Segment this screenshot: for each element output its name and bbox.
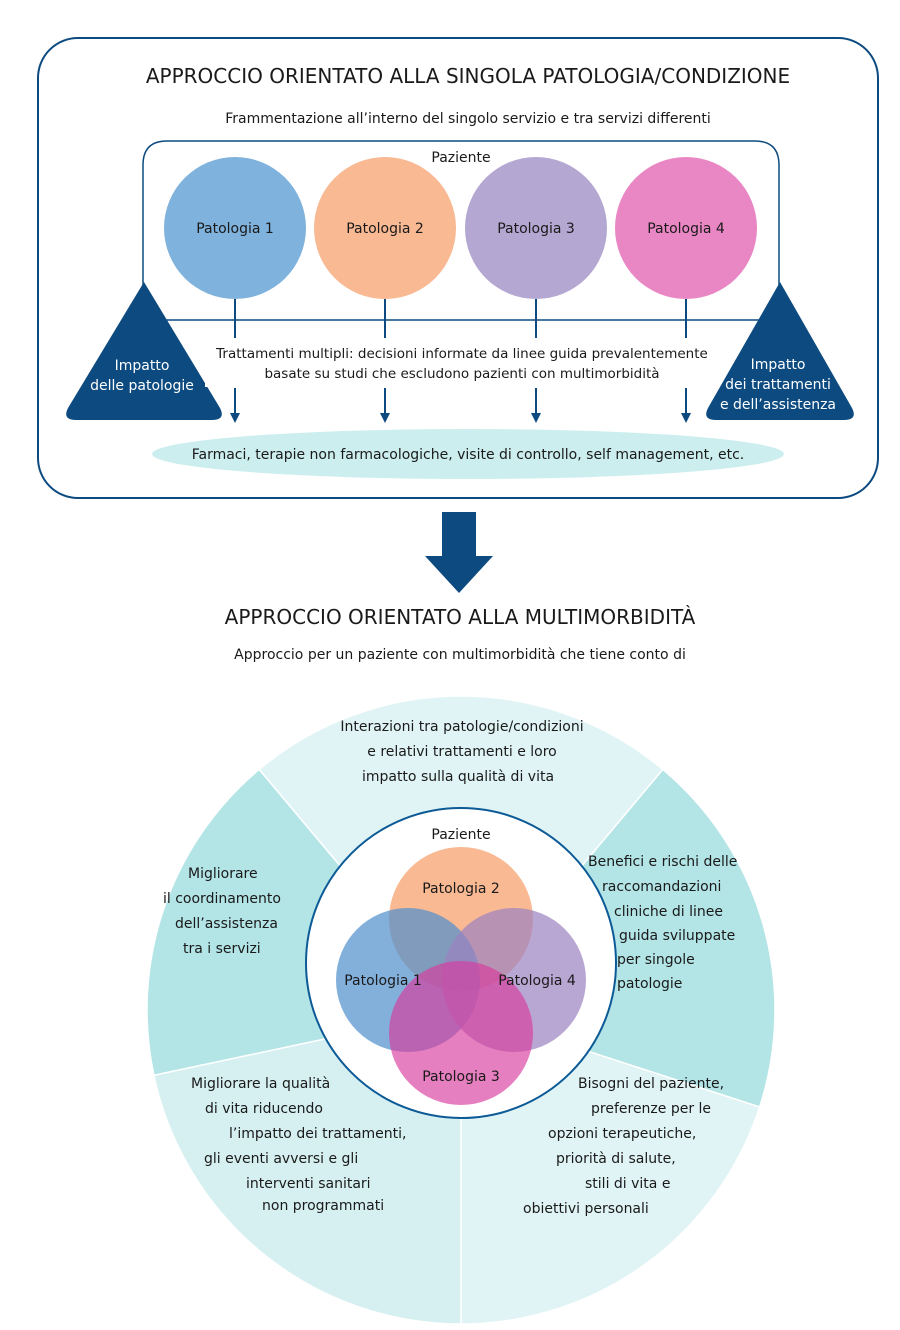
segment-bottom-right-line: obiettivi personali — [523, 1201, 649, 1217]
segment-left-text: Migliorare il coordinamento dell’assiste… — [163, 866, 281, 957]
right-impact-triangle — [706, 282, 854, 420]
condition-label-1: Patologia 1 — [196, 221, 274, 237]
top-title: APPROCCIO ORIENTATO ALLA SINGOLA PATOLOG… — [146, 64, 790, 88]
care-oval-label: Farmaci, terapie non farmacologiche, vis… — [192, 447, 745, 463]
patient-box — [142, 140, 780, 290]
segment-top-text: Interazioni tra patologie/condizioni e r… — [340, 719, 583, 785]
segment-right-line: raccomandazioni — [602, 879, 721, 895]
condition-label-3: Patologia 3 — [497, 221, 575, 237]
segment-bottom-left-line: l’impatto dei trattamenti, — [229, 1126, 407, 1142]
segment-bottom-right-text: Bisogni del paziente, preferenze per le … — [523, 1076, 724, 1217]
venn-circle-patologia-3 — [389, 961, 533, 1105]
bottom-patient-label: Paziente — [431, 827, 490, 843]
condition-circle-1 — [164, 157, 306, 299]
condition-label-2: Patologia 2 — [346, 221, 424, 237]
right-triangle-line1: Impatto — [751, 357, 806, 373]
transition-arrow — [425, 512, 493, 593]
segment-bottom-right-line: stili di vita e — [585, 1176, 670, 1192]
condition-circle-2 — [314, 157, 456, 299]
treatments-line2: basate su studi che escludono pazienti c… — [264, 366, 659, 382]
segment-right-line: guida sviluppate — [619, 928, 735, 944]
segment-bottom-left-line: di vita riducendo — [205, 1101, 323, 1117]
segment-left-line: il coordinamento — [163, 891, 281, 907]
bottom-title: APPROCCIO ORIENTATO ALLA MULTIMORBIDITÀ — [225, 605, 696, 629]
venn-label-patologia-3: Patologia 3 — [422, 1069, 500, 1085]
condition-circles: Patologia 1 Patologia 2 Patologia 3 Patolog… — [164, 157, 757, 299]
condition-label-4: Patologia 4 — [647, 221, 725, 237]
segment-bottom-left-text: Migliorare la qualità di vita riducendo … — [191, 1076, 407, 1214]
segment-right-text: Benefici e rischi delle raccomandazioni … — [588, 854, 737, 992]
care-oval — [152, 429, 784, 479]
segment-left-line: dell’assistenza — [175, 916, 278, 932]
venn-diagram — [336, 847, 586, 1105]
segment-right-line: Benefici e rischi delle — [588, 854, 737, 870]
top-patient-label: Paziente — [431, 150, 490, 166]
venn-label-patologia-2: Patologia 2 — [422, 881, 500, 897]
segment-bottom-right-line: preferenze per le — [591, 1101, 711, 1117]
segment-bottom-left-line: Migliorare la qualità — [191, 1076, 330, 1092]
top-subtitle: Frammentazione all’interno del singolo s… — [225, 111, 711, 127]
segment-top-line: Interazioni tra patologie/condizioni — [340, 719, 583, 735]
segment-right-line: patologie — [617, 976, 682, 992]
venn-label-patologia-4: Patologia 4 — [498, 973, 576, 989]
segment-bottom-left-line: non programmati — [262, 1198, 384, 1214]
segment-left-line: tra i servizi — [183, 941, 261, 957]
treatments-line1: Trattamenti multipli: decisioni informat… — [215, 346, 708, 362]
venn-label-patologia-1: Patologia 1 — [344, 973, 422, 989]
right-triangle-line3: e dell’assistenza — [720, 397, 836, 413]
segment-top-line: e relativi trattamenti e loro — [367, 744, 556, 760]
condition-circle-3 — [465, 157, 607, 299]
condition-circle-4 — [615, 157, 757, 299]
segment-bottom-right-line: opzioni terapeutiche, — [548, 1126, 696, 1142]
segment-bottom-right-line: Bisogni del paziente, — [578, 1076, 724, 1092]
segment-left-line: Migliorare — [188, 866, 258, 882]
segment-bottom-left-line: gli eventi avversi e gli — [204, 1151, 358, 1167]
top-panel-frame — [37, 37, 879, 499]
left-triangle-line1: Impatto — [115, 358, 170, 374]
right-triangle-line2: dei trattamenti — [725, 377, 831, 393]
left-impact-triangle — [66, 282, 222, 420]
segment-top-line: impatto sulla qualità di vita — [362, 769, 554, 785]
treatments-text-bg — [205, 341, 720, 387]
bottom-subtitle: Approccio per un paziente con multimorbi… — [234, 647, 686, 663]
segment-bottom-left-line: interventi sanitari — [246, 1176, 371, 1192]
left-triangle-line2: delle patologie — [90, 378, 194, 394]
segment-right-line: cliniche di linee — [614, 904, 723, 920]
segment-bottom-right-line: priorità di salute, — [556, 1151, 676, 1167]
treatment-arrows — [230, 299, 691, 423]
segment-right-line: per singole — [617, 952, 695, 968]
